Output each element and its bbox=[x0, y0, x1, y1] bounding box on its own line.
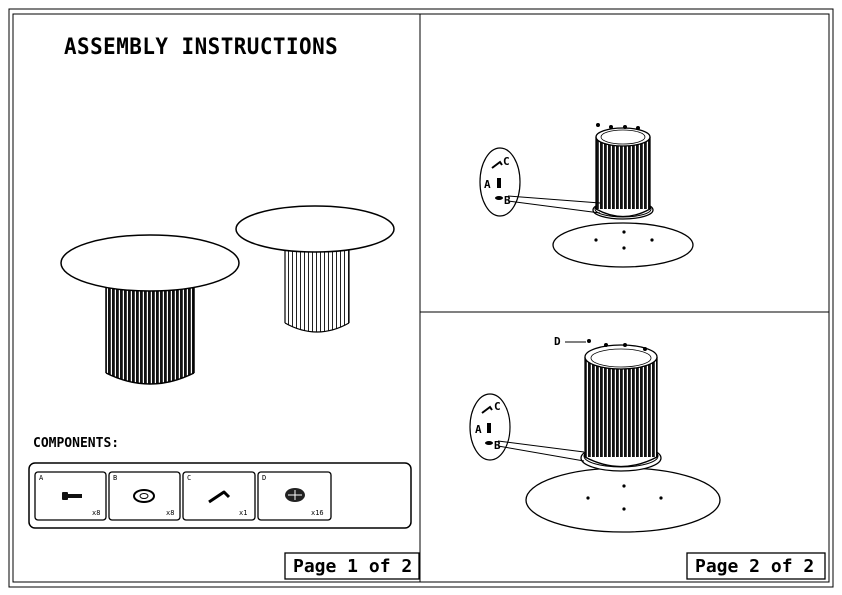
outer-border bbox=[8, 8, 834, 588]
bolt-icon bbox=[62, 492, 82, 500]
components-box bbox=[28, 462, 412, 529]
small-table-illustration bbox=[235, 205, 395, 333]
component-d-letter: D bbox=[262, 474, 267, 482]
step2-tabletop bbox=[525, 467, 721, 533]
step1-label-a: A bbox=[484, 178, 491, 191]
step1-label-b: B bbox=[504, 194, 511, 207]
step2-label-a: A bbox=[475, 423, 482, 436]
step1-tabletop bbox=[552, 222, 694, 268]
page2-label-box bbox=[686, 552, 826, 580]
step2-label-b: B bbox=[494, 439, 501, 452]
large-table-illustration bbox=[60, 234, 240, 385]
components-heading: COMPONENTS: bbox=[33, 436, 120, 451]
component-a-letter: A bbox=[39, 474, 44, 482]
component-card-d bbox=[257, 471, 332, 521]
inner-border bbox=[12, 13, 830, 583]
step2-diagram bbox=[469, 339, 721, 533]
component-a-qty: x8 bbox=[92, 509, 101, 517]
component-card-b bbox=[108, 471, 181, 521]
felt-pad-icon bbox=[285, 488, 305, 502]
allen-key-icon bbox=[208, 490, 231, 504]
step1-diagram bbox=[479, 123, 694, 268]
step1-label-c: C bbox=[503, 155, 510, 168]
page2-label: Page 2 of 2 bbox=[695, 556, 815, 577]
page1-label-box bbox=[284, 552, 420, 580]
component-c-qty: x1 bbox=[239, 509, 248, 517]
component-d-qty: x16 bbox=[311, 509, 324, 517]
component-b-qty: x8 bbox=[166, 509, 175, 517]
component-b-letter: B bbox=[113, 474, 118, 482]
page-title: ASSEMBLY INSTRUCTIONS bbox=[64, 35, 339, 60]
washer-icon bbox=[133, 489, 155, 503]
step2-label-c: C bbox=[494, 400, 501, 413]
step2-pedestal bbox=[585, 357, 657, 457]
page1-label: Page 1 of 2 bbox=[293, 556, 413, 577]
step1-pedestal bbox=[596, 137, 650, 209]
component-card-a bbox=[34, 471, 107, 521]
component-card-c bbox=[182, 471, 256, 521]
step2-label-d: D bbox=[554, 335, 561, 348]
component-c-letter: C bbox=[187, 474, 192, 482]
